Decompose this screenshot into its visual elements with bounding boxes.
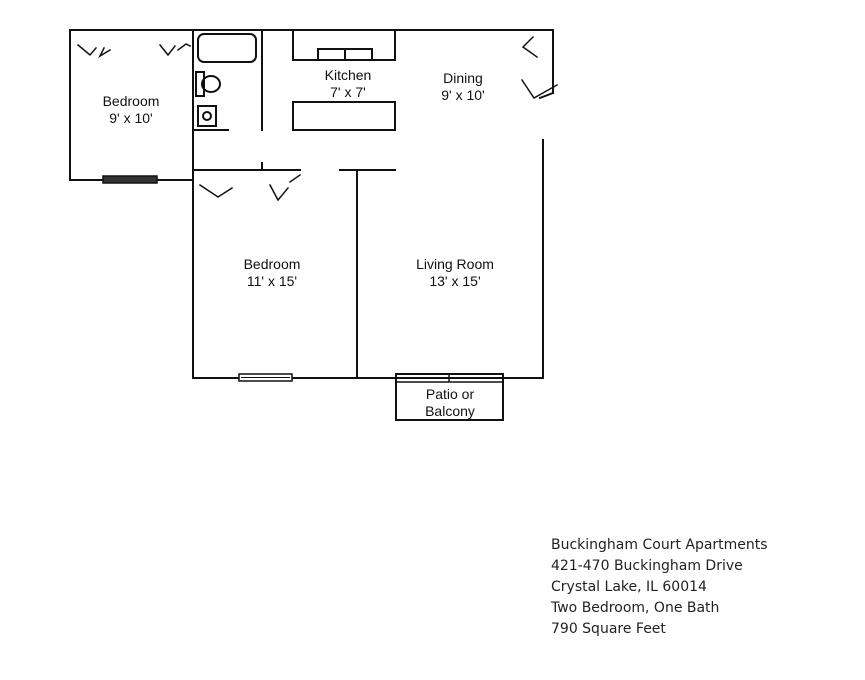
room-patio: Patio or Balcony xyxy=(400,386,500,420)
window-small-bedroom xyxy=(102,175,158,184)
room-size: 7' x 7' xyxy=(330,84,366,100)
room-size: 9' x 10' xyxy=(441,87,485,103)
room-dining: Dining 9' x 10' xyxy=(415,70,511,104)
unit-layout: Two Bedroom, One Bath xyxy=(551,600,720,616)
windows xyxy=(102,175,293,382)
room-name-line1: Patio or xyxy=(425,386,475,402)
dining-door xyxy=(520,35,559,99)
property-address: 421-470 Buckingham Drive xyxy=(551,558,743,574)
room-name: Dining xyxy=(443,70,483,86)
property-name: Buckingham Court Apartments xyxy=(551,537,768,553)
room-size: 11' x 15' xyxy=(246,273,298,289)
property-info: Buckingham Court Apartments 421-470 Buck… xyxy=(551,535,768,640)
interior-walls xyxy=(192,29,396,379)
room-bedroom-large: Bedroom 11' x 15' xyxy=(222,256,322,290)
closet-doors-large-bedroom xyxy=(198,173,302,202)
room-name: Bedroom xyxy=(243,256,301,272)
room-name: Living Room xyxy=(416,256,494,272)
room-living-room: Living Room 13' x 15' xyxy=(400,256,510,290)
room-kitchen: Kitchen 7' x 7' xyxy=(300,67,396,101)
room-size: 13' x 15' xyxy=(429,273,481,289)
property-city: Crystal Lake, IL 60014 xyxy=(551,579,707,595)
kitchen-counters xyxy=(292,29,396,131)
closet-doors-small-bedroom xyxy=(76,43,192,58)
bathroom-sink xyxy=(197,105,217,127)
room-size: 9' x 10' xyxy=(109,110,153,126)
bathtub xyxy=(197,33,257,63)
room-bedroom-small: Bedroom 9' x 10' xyxy=(84,93,178,127)
room-name: Kitchen xyxy=(324,67,372,83)
unit-area: 790 Square Feet xyxy=(551,621,666,637)
room-name: Bedroom xyxy=(102,93,160,109)
room-name-line2: Balcony xyxy=(425,403,475,419)
patio-balcony xyxy=(395,373,504,421)
toilet xyxy=(195,71,221,97)
